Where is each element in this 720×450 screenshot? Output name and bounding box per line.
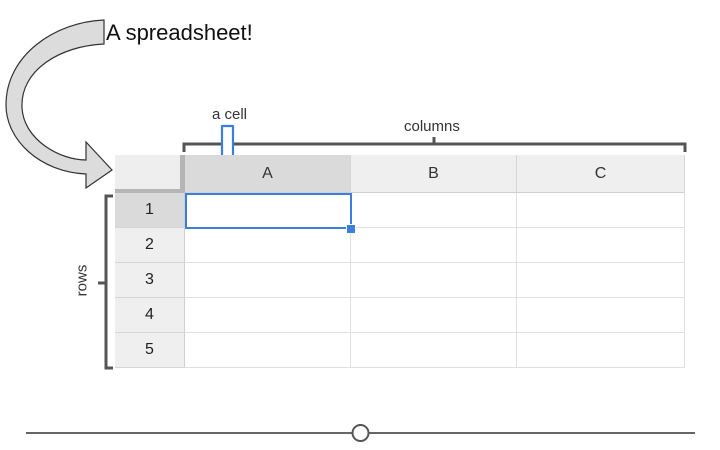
cell-a5[interactable] [185, 333, 351, 368]
label-rows: rows [73, 264, 91, 297]
selected-cell-outline [185, 193, 352, 229]
cell-c2[interactable] [517, 228, 685, 263]
cell-b2[interactable] [351, 228, 517, 263]
row-header-1[interactable]: 1 [115, 193, 185, 228]
cell-b4[interactable] [351, 298, 517, 333]
cell-a2[interactable] [185, 228, 351, 263]
row-header-3[interactable]: 3 [115, 263, 185, 298]
diagram-title: A spreadsheet! [106, 20, 253, 45]
fill-handle[interactable] [346, 224, 356, 234]
cell-b1[interactable] [351, 193, 517, 228]
columns-bracket [182, 137, 687, 152]
cell-a3[interactable] [185, 263, 351, 298]
label-a-cell: a cell [212, 106, 248, 123]
row-header-5[interactable]: 5 [115, 333, 185, 368]
label-columns: columns [404, 118, 460, 135]
column-header-b[interactable]: B [351, 155, 517, 193]
curved-arrow-icon [5, 19, 113, 190]
cell-b3[interactable] [351, 263, 517, 298]
cell-c5[interactable] [517, 333, 685, 368]
cell-c1[interactable] [517, 193, 685, 228]
rows-bracket [98, 194, 113, 370]
cell-a4[interactable] [185, 298, 351, 333]
cell-b5[interactable] [351, 333, 517, 368]
row-header-2[interactable]: 2 [115, 228, 185, 263]
column-header-c[interactable]: C [517, 155, 685, 193]
select-all-corner[interactable] [115, 155, 185, 193]
column-header-a[interactable]: A [185, 155, 351, 193]
slider-thumb[interactable] [351, 424, 370, 442]
row-header-4[interactable]: 4 [115, 298, 185, 333]
cell-a1[interactable] [185, 193, 351, 228]
cell-c4[interactable] [517, 298, 685, 333]
cell-c3[interactable] [517, 263, 685, 298]
